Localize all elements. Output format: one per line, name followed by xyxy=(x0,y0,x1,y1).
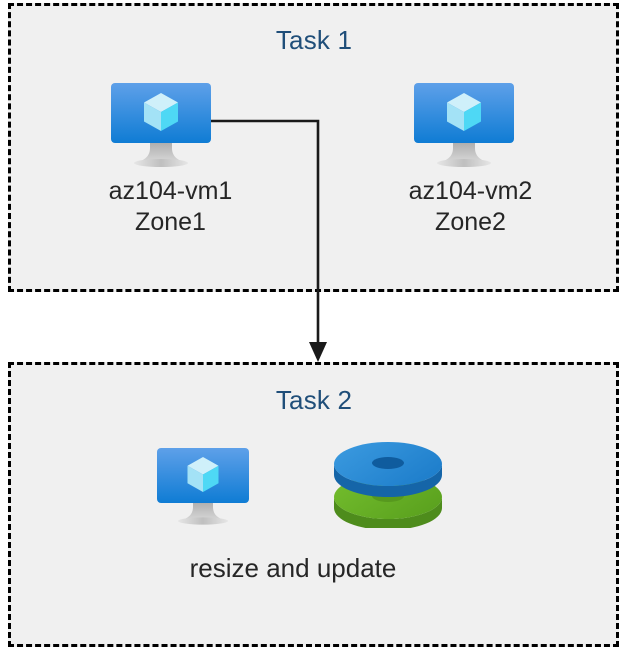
virtual-machine-icon xyxy=(408,82,528,168)
virtual-machine-icon xyxy=(105,82,225,168)
task-2-container xyxy=(8,362,619,647)
down-arrow-icon xyxy=(309,342,327,362)
vm1-label: az104-vm1 Zone1 xyxy=(108,177,233,236)
task-2-title: Task 2 xyxy=(275,385,353,415)
task-2-action-label: resize and update xyxy=(189,553,397,583)
task-1-title: Task 1 xyxy=(275,25,353,55)
virtual-machine-icon xyxy=(152,447,262,526)
vm2-label: az104-vm2 Zone2 xyxy=(408,177,533,236)
disks-icon xyxy=(332,441,444,530)
